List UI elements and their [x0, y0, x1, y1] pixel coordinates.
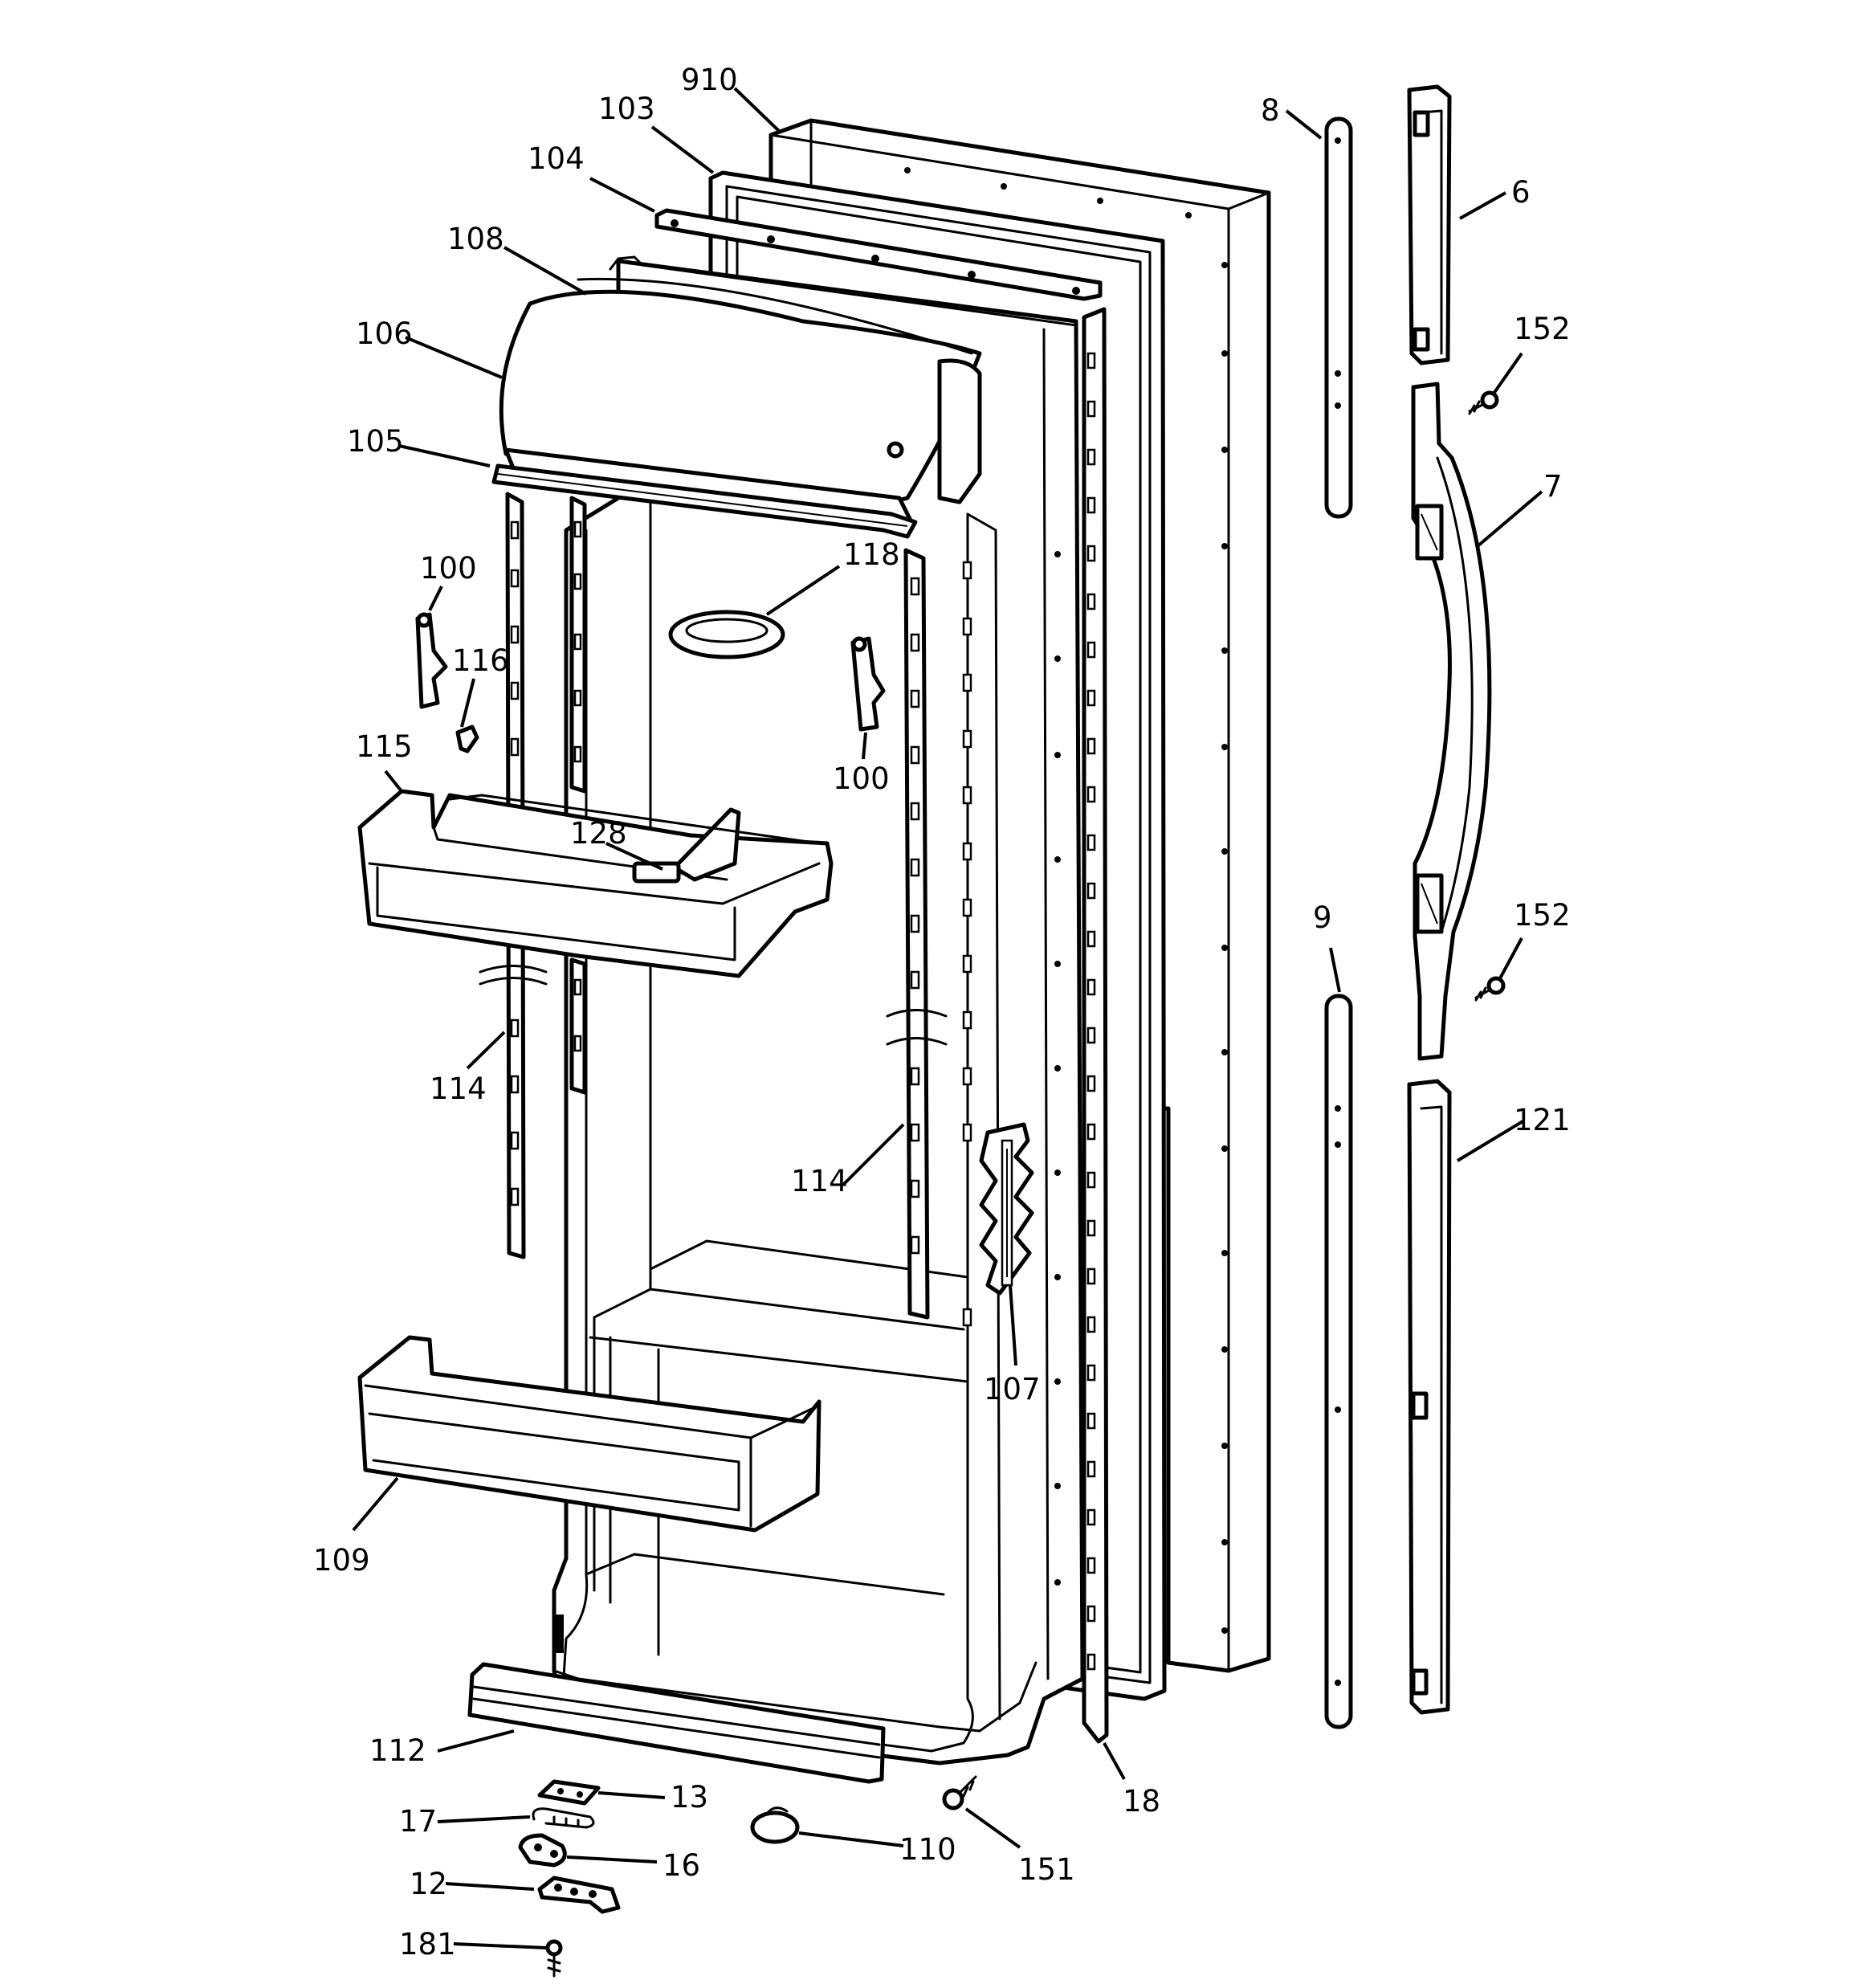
callout-115: 115 [356, 729, 413, 764]
trim-strip-8 [1324, 116, 1353, 519]
callout-151: 151 [1018, 1852, 1075, 1887]
liner-rail-left [569, 496, 587, 1095]
callout-108: 108 [447, 222, 504, 256]
shelf-clip-right [850, 636, 886, 732]
door-bin-upper [357, 789, 834, 978]
door-bin-lower [357, 1335, 821, 1533]
callout-104: 104 [528, 141, 585, 176]
screw-152-lower [1474, 976, 1506, 1002]
cam-16 [518, 1833, 567, 1868]
callout-114-left: 114 [430, 1072, 487, 1106]
spring-clip-17 [532, 1807, 595, 1829]
callout-12: 12 [410, 1867, 447, 1901]
callout-105: 105 [347, 424, 404, 459]
trim-strip-9 [1324, 994, 1353, 1729]
screw-151 [942, 1775, 977, 1810]
small-pin [455, 725, 479, 753]
shelf-clip-left [415, 612, 448, 709]
liner-side-holes [1054, 551, 1061, 1586]
screw-152-upper [1468, 390, 1499, 415]
breaker-strip [654, 208, 1103, 301]
callout-121: 121 [1514, 1103, 1571, 1137]
callout-910: 910 [681, 63, 738, 97]
handle-cap-121 [1407, 1079, 1452, 1715]
callout-116: 116 [452, 643, 509, 678]
callout-labels: 910 103 104 108 106 105 100 116 118 100 … [313, 63, 1571, 1961]
callout-17: 17 [399, 1804, 437, 1839]
callout-7: 7 [1543, 469, 1563, 504]
callout-107: 107 [984, 1372, 1041, 1406]
callout-110: 110 [899, 1832, 956, 1867]
handle-7 [1411, 382, 1492, 1061]
callout-109: 109 [313, 1543, 370, 1578]
hinge-block-107 [979, 1122, 1034, 1296]
panel-holes [904, 167, 1228, 1634]
callout-114-right: 114 [791, 1164, 848, 1198]
callout-6: 6 [1511, 175, 1531, 210]
callout-16: 16 [662, 1848, 700, 1883]
hinge-seal-strip [1082, 307, 1109, 1744]
callout-100-right: 100 [833, 761, 890, 796]
callout-9: 9 [1313, 900, 1332, 935]
callout-112: 112 [369, 1733, 426, 1768]
handle-cap-6 [1407, 84, 1452, 365]
oval-receptacle [668, 610, 785, 659]
callout-100-left: 100 [420, 551, 477, 586]
liner-rail-right [962, 561, 972, 1327]
screw-181 [545, 1939, 563, 1978]
cap-110 [750, 1806, 800, 1844]
hinge-bracket-12 [537, 1876, 621, 1914]
callout-152-upper: 152 [1514, 312, 1571, 346]
callout-8: 8 [1261, 93, 1280, 128]
callout-18: 18 [1123, 1784, 1160, 1819]
callout-103: 103 [598, 92, 655, 126]
hinge-plate-13 [537, 1779, 601, 1806]
callout-128: 128 [570, 816, 627, 851]
leader-lines [352, 87, 1543, 1949]
callout-106: 106 [356, 316, 413, 351]
lower-trim [467, 1662, 886, 1784]
callout-181: 181 [399, 1927, 456, 1961]
callout-118: 118 [843, 537, 900, 572]
dairy-door-trim [491, 463, 918, 539]
callout-152-lower: 152 [1514, 898, 1571, 933]
callout-13: 13 [671, 1780, 708, 1815]
shelf-rail-right [903, 548, 930, 1320]
